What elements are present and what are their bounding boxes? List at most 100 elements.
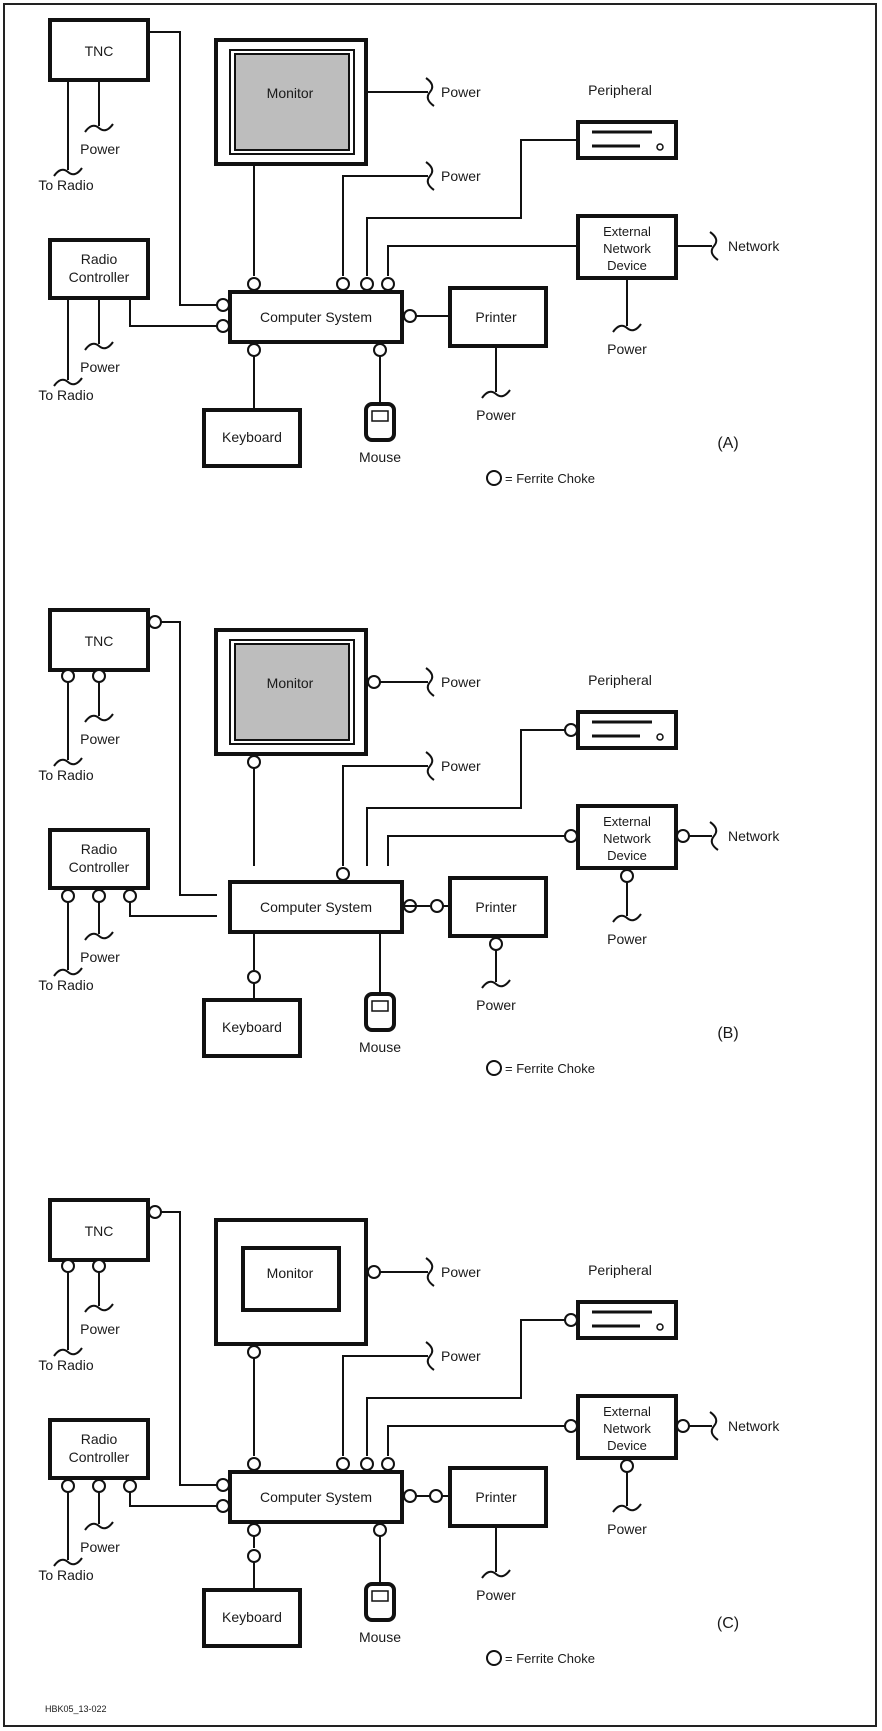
ferrite-choke-icon	[373, 343, 387, 357]
ext-network-label-3: Device	[607, 1438, 647, 1453]
radio-controller-label-1: Radio	[81, 1431, 118, 1447]
panel-label-b: (B)	[717, 1025, 738, 1042]
ferrite-choke-icon	[336, 867, 350, 881]
network-label: Network	[728, 828, 780, 844]
ferrite-choke-icon	[148, 1205, 162, 1219]
ext-network-box	[576, 1394, 678, 1460]
ferrite-choke-icon	[61, 889, 75, 903]
plug-icon	[481, 389, 511, 399]
ferrite-choke-icon	[148, 615, 162, 629]
tnc-power-label: Power	[80, 1321, 120, 1337]
computer-system-box	[228, 290, 404, 344]
mouse-label: Mouse	[359, 449, 401, 465]
plug-icon	[53, 967, 83, 977]
plug-icon	[53, 757, 83, 767]
plug-icon	[84, 123, 114, 133]
peripheral-device-icon	[576, 1300, 678, 1340]
ferrite-choke-icon	[123, 1479, 137, 1493]
plug-icon	[709, 231, 719, 261]
monitor-screen	[234, 643, 350, 741]
printer-box	[448, 286, 548, 348]
ferrite-choke-icon	[403, 1489, 417, 1503]
ferrite-choke-icon	[429, 1489, 443, 1503]
ferrite-choke-icon	[336, 1457, 350, 1471]
legend-label: = Ferrite Choke	[505, 1061, 595, 1076]
tnc-label: TNC	[85, 1223, 114, 1239]
ferrite-choke-icon	[373, 1523, 387, 1537]
ferrite-choke-icon	[367, 675, 381, 689]
ferrite-choke-icon	[564, 1313, 578, 1327]
computer-system-label: Computer System	[260, 309, 372, 325]
keyboard-label: Keyboard	[222, 1019, 282, 1035]
ext-network-power-label: Power	[607, 1521, 647, 1537]
plug-icon	[709, 821, 719, 851]
ferrite-choke-icon	[367, 1265, 381, 1279]
plug-icon	[612, 913, 642, 923]
keyboard-label: Keyboard	[222, 1609, 282, 1625]
tnc-label: TNC	[85, 43, 114, 59]
radio-controller-label-2: Controller	[69, 1449, 130, 1465]
radio-controller-power-label: Power	[80, 1539, 120, 1555]
ext-network-label-1: External	[603, 224, 651, 239]
plug-icon	[709, 1411, 719, 1441]
plug-icon	[612, 1503, 642, 1513]
ferrite-choke-icon	[564, 723, 578, 737]
ferrite-choke-icon	[247, 970, 261, 984]
plug-icon	[612, 323, 642, 333]
peripheral-box	[576, 710, 678, 750]
network-label: Network	[728, 238, 780, 254]
mouse-label: Mouse	[359, 1629, 401, 1645]
monitor-power-label: Power	[441, 1264, 481, 1280]
tnc-to-radio-label: To Radio	[38, 177, 93, 193]
ext-network-box	[576, 804, 678, 870]
ferrite-choke-icon	[123, 889, 137, 903]
panel-label-c: (C)	[717, 1615, 739, 1632]
tnc-power-label: Power	[80, 731, 120, 747]
tnc-box	[48, 608, 150, 672]
radio-controller-label-1: Radio	[81, 841, 118, 857]
legend-choke-icon	[486, 1060, 502, 1076]
ext-network-power-label: Power	[607, 341, 647, 357]
legend-choke-icon	[486, 470, 502, 486]
ferrite-choke-icon	[564, 829, 578, 843]
printer-power-label: Power	[476, 997, 516, 1013]
plug-icon	[84, 931, 114, 941]
peripheral-computer-cable	[366, 139, 578, 276]
computer-system-label: Computer System	[260, 1489, 372, 1505]
monitor-screen	[241, 1246, 341, 1312]
printer-box	[448, 876, 548, 938]
computer-system-label: Computer System	[260, 899, 372, 915]
ferrite-choke-icon	[61, 669, 75, 683]
computer-power-label: Power	[441, 168, 481, 184]
ferrite-choke-icon	[247, 1345, 261, 1359]
peripheral-computer-cable	[366, 729, 565, 866]
plug-icon	[84, 341, 114, 351]
ferrite-choke-icon	[216, 1499, 230, 1513]
plug-icon	[481, 979, 511, 989]
ferrite-choke-icon	[247, 755, 261, 769]
figure-id: HBK05_13-022	[45, 1704, 107, 1714]
radio-controller-computer-cable	[129, 1492, 217, 1507]
ferrite-choke-icon	[92, 889, 106, 903]
plug-icon	[84, 1303, 114, 1313]
monitor-screen	[234, 53, 350, 151]
ferrite-choke-icon	[489, 937, 503, 951]
ferrite-choke-icon	[676, 829, 690, 843]
ferrite-choke-icon	[61, 1259, 75, 1273]
printer-box	[448, 1466, 548, 1528]
peripheral-computer-cable	[366, 1319, 565, 1456]
ferrite-choke-icon	[381, 277, 395, 291]
plug-icon	[425, 77, 435, 107]
ferrite-choke-icon	[620, 1459, 634, 1473]
radio-controller-computer-cable	[129, 298, 217, 327]
radio-controller-box	[48, 828, 150, 890]
ext-network-label-2: Network	[603, 1421, 651, 1436]
mouse-icon	[364, 992, 396, 1032]
monitor-bezel	[229, 49, 355, 155]
printer-label: Printer	[475, 309, 517, 325]
ext-network-label-1: External	[603, 814, 651, 829]
ferrite-choke-icon	[403, 309, 417, 323]
monitor-bezel	[229, 639, 355, 745]
radio-controller-label-2: Controller	[69, 859, 130, 875]
